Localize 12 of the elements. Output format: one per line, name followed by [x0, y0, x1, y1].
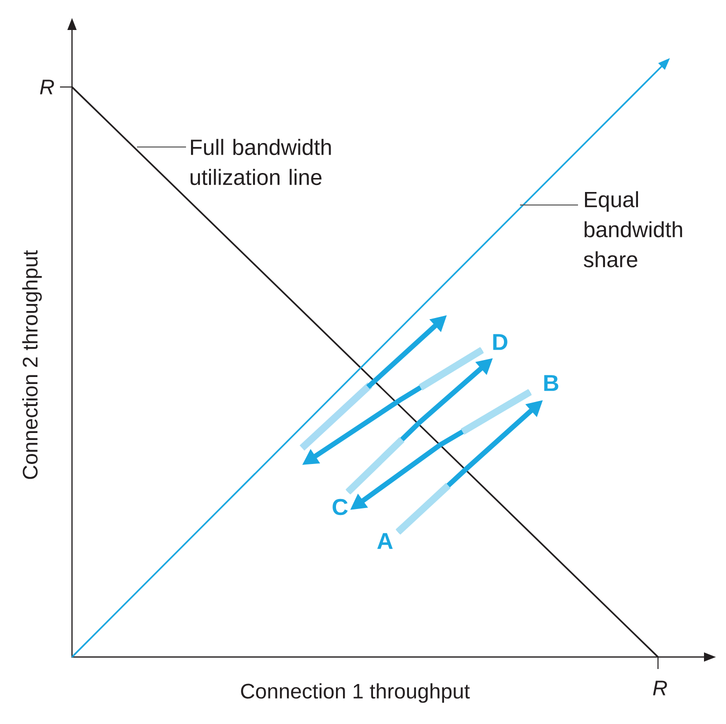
axis-value-label: R	[653, 680, 667, 696]
point-label: C	[332, 498, 348, 516]
leader-line	[136, 146, 186, 148]
line-label: Equal bandwidth share	[584, 191, 682, 268]
axis-title: Connection 2 throughput	[22, 250, 42, 479]
point-label: A	[377, 533, 393, 549]
point-label: B	[544, 375, 558, 391]
leader-line	[520, 204, 578, 206]
point-label: D	[493, 334, 508, 350]
axis-value-label: R	[40, 80, 54, 94]
axis-title: Connection 1 throughput	[241, 683, 470, 703]
line-label: Full bandwidth utilization line	[190, 138, 331, 186]
